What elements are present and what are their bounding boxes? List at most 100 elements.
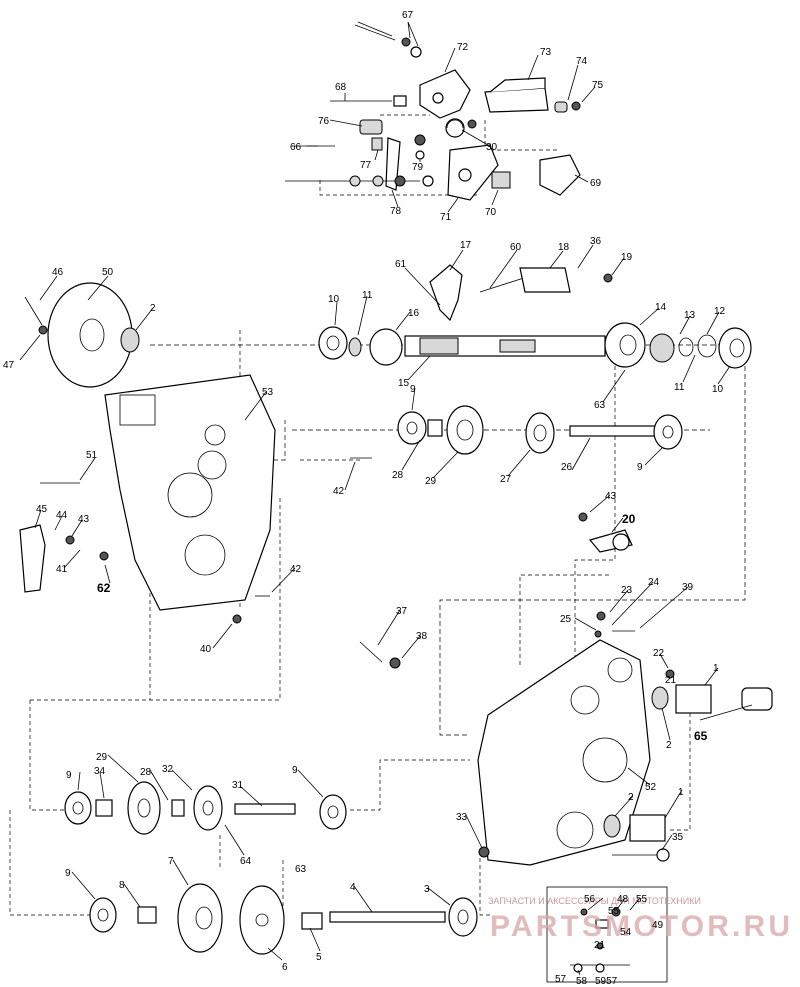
callout-78: 78 (390, 206, 402, 217)
watermark: ЗАПЧАСТИ И АКСЕССУАРЫ ДЛЯ МОТОТЕХНИКИ PA… (488, 896, 790, 943)
callout-76: 76 (318, 116, 330, 127)
callout-2-right-bottom: 2 (628, 792, 634, 803)
callout-64: 64 (240, 856, 252, 867)
callout-65: 65 (694, 729, 708, 743)
callout-40: 40 (200, 644, 212, 655)
watermark-logo: PARTSMOTOR.RU (490, 910, 790, 943)
callout-20: 20 (622, 512, 636, 526)
callout-42-bottom: 42 (290, 564, 302, 575)
inset-detail (546, 886, 668, 983)
callout-45: 45 (36, 504, 48, 515)
callout-2-left: 2 (150, 303, 156, 314)
lower-shaft-row-2 (89, 883, 478, 955)
callout-62: 62 (97, 581, 111, 595)
callout-74: 74 (576, 56, 588, 67)
callout-8: 8 (119, 880, 125, 891)
callout-41: 41 (56, 564, 68, 575)
callout-44: 44 (56, 510, 68, 521)
callout-12: 12 (714, 306, 726, 317)
callout-77: 77 (360, 160, 372, 171)
callout-37: 37 (396, 606, 408, 617)
callout-28-mid: 28 (392, 470, 404, 481)
callout-48: 48 (617, 894, 629, 905)
callout-54: 54 (620, 927, 632, 938)
callout-31: 31 (232, 780, 244, 791)
callout-63-top: 63 (594, 400, 606, 411)
callout-18: 18 (558, 242, 570, 253)
callout-53: 53 (262, 387, 274, 398)
callout-75: 75 (592, 80, 604, 91)
callout-10-right: 10 (712, 384, 724, 395)
callout-9-low-right: 9 (292, 765, 298, 776)
callout-51: 51 (86, 450, 98, 461)
callout-72: 72 (457, 42, 469, 53)
callout-5957: 5957 (595, 976, 618, 987)
callout-32: 32 (162, 764, 174, 775)
callout-15: 15 (398, 378, 410, 389)
callout-11-left: 11 (362, 290, 373, 301)
callout-29-low: 29 (96, 752, 108, 763)
callout-43-left: 43 (78, 514, 90, 525)
lower-shaft-row-1 (64, 781, 347, 835)
callout-14: 14 (655, 302, 667, 313)
callout-46: 46 (52, 267, 64, 278)
callout-39: 39 (682, 582, 694, 593)
callout-43-right: 43 (605, 491, 617, 502)
callout-35: 35 (672, 832, 684, 843)
callout-16: 16 (408, 308, 420, 319)
left-crankcase-parts (19, 282, 372, 624)
callout-38: 38 (416, 631, 428, 642)
callout-29-mid: 29 (425, 476, 437, 487)
callout-55-top: 55 (636, 894, 648, 905)
watermark-line1: ЗАПЧАСТИ И АКСЕССУАРЫ ДЛЯ МОТОТЕХНИКИ (488, 896, 701, 906)
callout-1-bottom: 1 (678, 787, 684, 798)
callout-9-mid-right: 9 (637, 462, 643, 473)
callout-33: 33 (456, 812, 468, 823)
callout-25: 25 (560, 614, 572, 625)
callout-26: 26 (561, 462, 573, 473)
callout-9-mid-left: 9 (410, 384, 416, 395)
callout-4: 4 (350, 882, 356, 893)
callout-19: 19 (621, 252, 633, 263)
callout-56: 56 (584, 894, 596, 905)
shift-linkage-parts (285, 21, 581, 201)
callout-58: 58 (576, 976, 588, 987)
callout-50: 50 (102, 267, 114, 278)
callout-24: 24 (648, 577, 660, 588)
callout-69: 69 (590, 178, 602, 189)
callout-2-right-top: 2 (666, 740, 672, 751)
callout-60: 60 (510, 242, 522, 253)
callout-5: 5 (316, 952, 322, 963)
callout-68: 68 (335, 82, 347, 93)
callout-1-top: 1 (713, 663, 719, 674)
callout-6: 6 (282, 962, 288, 973)
callout-7: 7 (168, 856, 174, 867)
callout-27: 27 (500, 474, 512, 485)
callout-28-low: 28 (140, 767, 152, 778)
callout-63-bottom: 63 (295, 864, 307, 875)
callout-36: 36 (590, 236, 602, 247)
callout-61: 61 (395, 259, 407, 270)
callout-66: 66 (290, 142, 302, 153)
callout-13: 13 (684, 310, 696, 321)
callout-70: 70 (485, 207, 497, 218)
callout-55-mid: 55 (608, 906, 620, 917)
callout-labels: 67 72 73 74 75 68 76 66 30 77 79 78 71 7… (3, 10, 726, 987)
callout-57: 57 (555, 974, 567, 985)
callout-23: 23 (621, 585, 633, 596)
right-crankcase-parts (359, 512, 773, 866)
leader-lines (19, 21, 753, 976)
callout-3: 3 (424, 884, 430, 895)
callout-47: 47 (3, 360, 15, 371)
callout-67: 67 (402, 10, 414, 21)
callout-9-low-left: 9 (66, 770, 72, 781)
callout-30: 30 (486, 142, 498, 153)
callout-79: 79 (412, 162, 424, 173)
callout-9-bottom: 9 (65, 868, 71, 879)
callout-10-left: 10 (328, 294, 340, 305)
callout-17: 17 (460, 240, 472, 251)
callout-73: 73 (540, 47, 552, 58)
callout-21: 21 (665, 675, 677, 686)
callout-71: 71 (440, 212, 452, 223)
